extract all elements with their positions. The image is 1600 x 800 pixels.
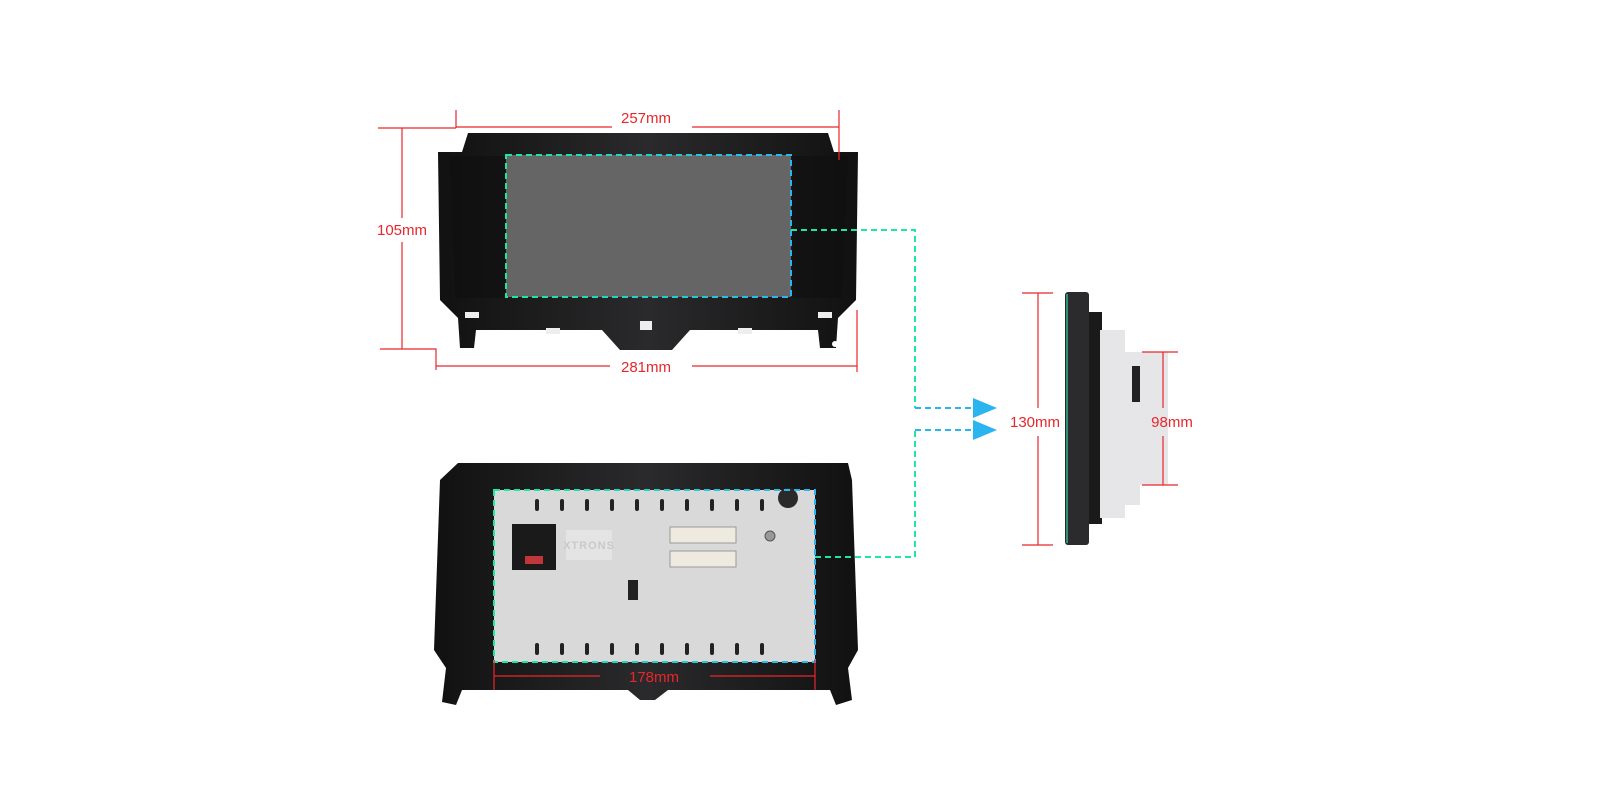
dim-side-height: 130mm bbox=[1010, 292, 1060, 546]
dim-label-130: 130mm bbox=[1010, 414, 1060, 431]
dim-label-281: 281mm bbox=[621, 359, 671, 376]
chassis bbox=[494, 490, 815, 662]
screen-outline bbox=[505, 154, 792, 298]
screen-area bbox=[506, 155, 791, 297]
dim-chassis-width: 178mm bbox=[493, 660, 816, 690]
rear-view: XTRONS bbox=[434, 463, 858, 705]
brand-logo: XTRONS bbox=[563, 540, 615, 552]
front-view bbox=[438, 133, 858, 350]
chassis-outline bbox=[493, 489, 816, 663]
side-panel bbox=[1065, 292, 1089, 545]
side-chassis bbox=[1100, 330, 1168, 518]
dim-label-178: 178mm bbox=[629, 669, 679, 686]
arrow-head-icon bbox=[973, 420, 997, 440]
dim-label-105: 105mm bbox=[377, 222, 427, 239]
dim-label-257: 257mm bbox=[621, 110, 671, 127]
dim-front-width: 257mm bbox=[455, 110, 840, 160]
side-view bbox=[1065, 292, 1168, 545]
arrow-head-icon bbox=[973, 398, 997, 418]
connector-arrows bbox=[791, 229, 975, 558]
dim-frame-width: 281mm bbox=[436, 310, 858, 376]
dim-front-height: 105mm bbox=[377, 127, 456, 370]
dim-chassis-height: 98mm bbox=[1142, 351, 1193, 486]
dim-label-98: 98mm bbox=[1151, 414, 1193, 431]
chassis-vents bbox=[535, 499, 764, 655]
